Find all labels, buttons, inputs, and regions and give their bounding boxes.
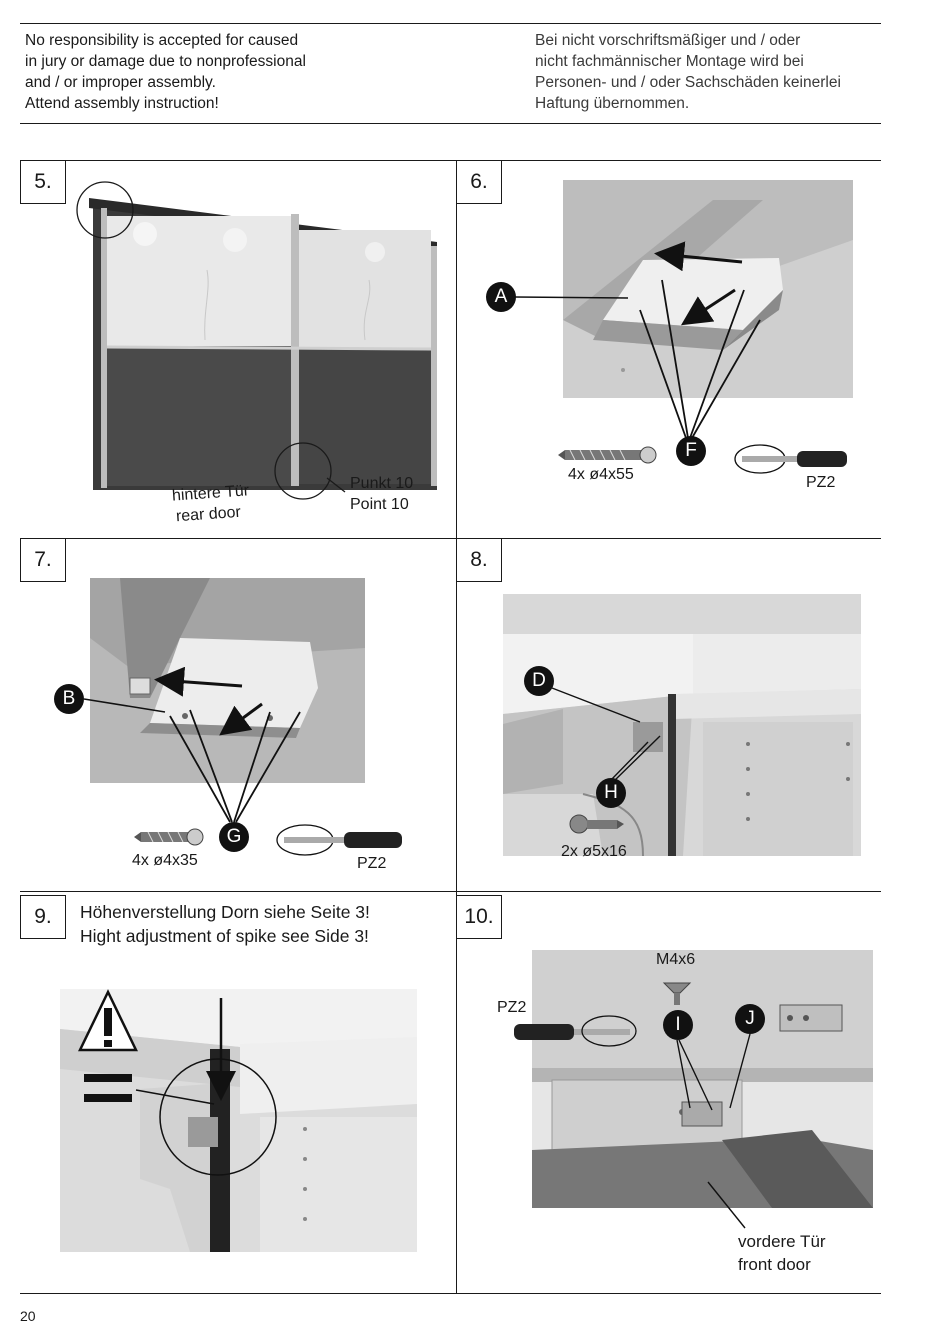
step-10-badge-i: I bbox=[663, 1010, 693, 1040]
grid-rule-row3 bbox=[20, 891, 881, 892]
step-5-wardrobe-photo bbox=[85, 190, 445, 500]
step-7-number: 7. bbox=[20, 538, 66, 582]
step-10-tool-label: PZ2 bbox=[497, 999, 527, 1016]
step-8-badge-h: H bbox=[596, 778, 626, 808]
step-7-tool-label: PZ2 bbox=[357, 855, 387, 872]
disclaimer-english: No responsibility is accepted for caused… bbox=[25, 32, 306, 112]
step-8-screw-label: 2x ø5x16 bbox=[561, 843, 627, 860]
step-9-note: Höhenverstellung Dorn siehe Seite 3! Hig… bbox=[80, 902, 370, 946]
step-6-bracket-photo bbox=[563, 180, 853, 398]
header-top-rule bbox=[20, 23, 881, 24]
step-8-hinge-photo bbox=[503, 594, 861, 856]
step-10-door-photo bbox=[532, 950, 873, 1208]
step-10-caption: vordere Tür front door bbox=[738, 1232, 826, 1274]
step-5-label-en: rear door bbox=[175, 503, 242, 526]
step-7-badge-b: B bbox=[54, 684, 84, 714]
step-6-screwdriver-icon bbox=[734, 444, 847, 474]
grid-rule-row2 bbox=[20, 538, 881, 539]
step-7-badge-g: G bbox=[219, 822, 249, 852]
step-9-number: 9. bbox=[20, 895, 66, 939]
step-8-badge-d: D bbox=[524, 666, 554, 696]
step-7-bracket-photo bbox=[90, 578, 365, 783]
step-7-screw-icon bbox=[134, 828, 204, 846]
step-7-screw-label: 4x ø4x35 bbox=[132, 852, 198, 869]
grid-rule-top bbox=[20, 160, 881, 161]
step-10-number: 10. bbox=[456, 895, 502, 939]
step-5-number: 5. bbox=[20, 160, 66, 204]
step-10-screw-label: M4x6 bbox=[656, 951, 696, 968]
page-number: 20 bbox=[20, 1308, 36, 1324]
header-bottom-rule bbox=[20, 123, 881, 124]
step-8-number: 8. bbox=[456, 538, 502, 582]
step-6-badge-f: F bbox=[676, 436, 706, 466]
step-6-tool-label: PZ2 bbox=[806, 474, 836, 491]
step-9-spike-photo bbox=[60, 989, 417, 1252]
step-6-screw-icon bbox=[558, 446, 657, 464]
grid-rule-bottom bbox=[20, 1293, 881, 1294]
step-6-number: 6. bbox=[456, 160, 502, 204]
step-7-screwdriver-icon bbox=[276, 824, 402, 856]
step-5-point-label: Punkt 10 Point 10 bbox=[350, 475, 414, 513]
step-5-label-de: hintere Tür bbox=[171, 482, 250, 505]
disclaimer-german: Bei nicht vorschriftsmäßiger und / oder … bbox=[535, 32, 841, 112]
grid-rule-center bbox=[456, 160, 457, 1293]
step-6-badge-a: A bbox=[486, 282, 516, 312]
step-10-badge-j: J bbox=[735, 1004, 765, 1034]
step-6-screw-label: 4x ø4x55 bbox=[568, 466, 634, 483]
